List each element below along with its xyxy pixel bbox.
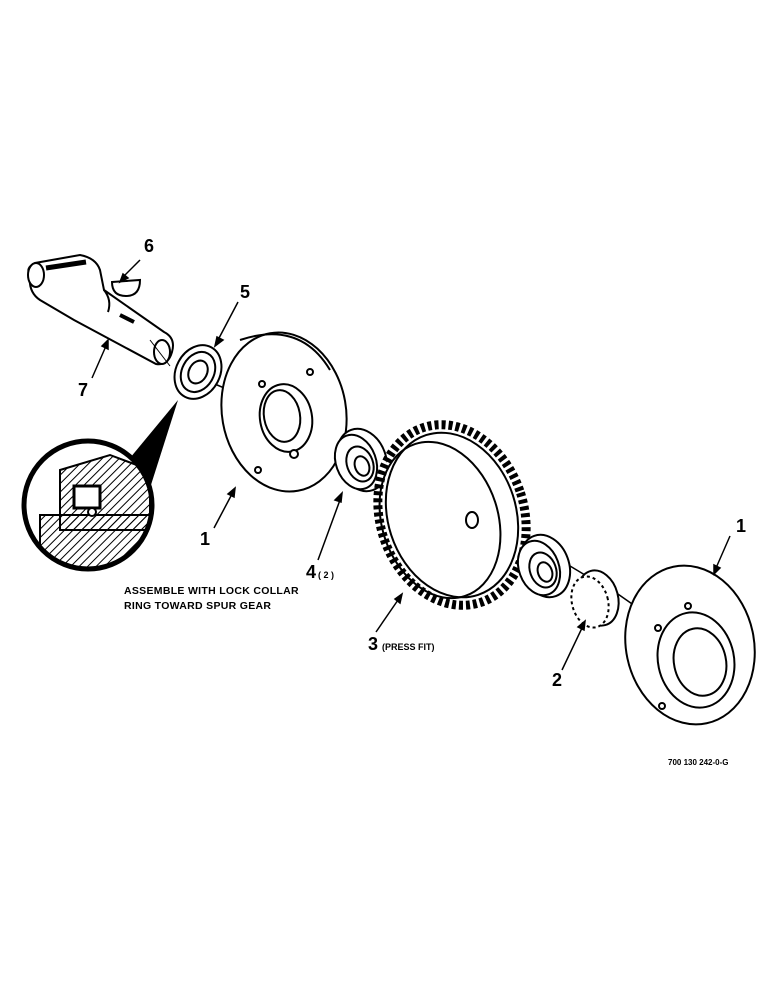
callout-2: 2 — [552, 670, 562, 690]
callout-3-note: (PRESS FIT) — [382, 642, 435, 652]
ball-bearing-upper — [333, 427, 389, 493]
flange-housing-right — [624, 564, 756, 726]
collar — [570, 569, 620, 629]
drawing-reference-number: 700 130 242-0-G — [668, 758, 729, 767]
callout-1-right: 1 — [736, 516, 746, 536]
shaft — [27, 253, 174, 367]
callout-4: 4 — [306, 562, 316, 582]
callout-3: 3 — [368, 634, 378, 654]
callout-5: 5 — [240, 282, 250, 302]
flange-housing-left — [220, 331, 348, 493]
detail-magnifier — [21, 400, 178, 572]
leader-lines — [91, 259, 731, 671]
assembly-note-line-2: RING TOWARD SPUR GEAR — [124, 600, 271, 612]
woodruff-key — [110, 278, 142, 298]
callout-6: 6 — [144, 236, 154, 256]
spur-gear — [373, 420, 531, 610]
ball-bearing-lower — [516, 533, 572, 599]
callout-4-qty: ( 2 ) — [318, 570, 334, 580]
assembly-note-line-1: ASSEMBLE WITH LOCK COLLAR — [124, 585, 299, 597]
callout-7: 7 — [78, 380, 88, 400]
lock-collar — [173, 344, 223, 400]
callout-1-left: 1 — [200, 529, 210, 549]
